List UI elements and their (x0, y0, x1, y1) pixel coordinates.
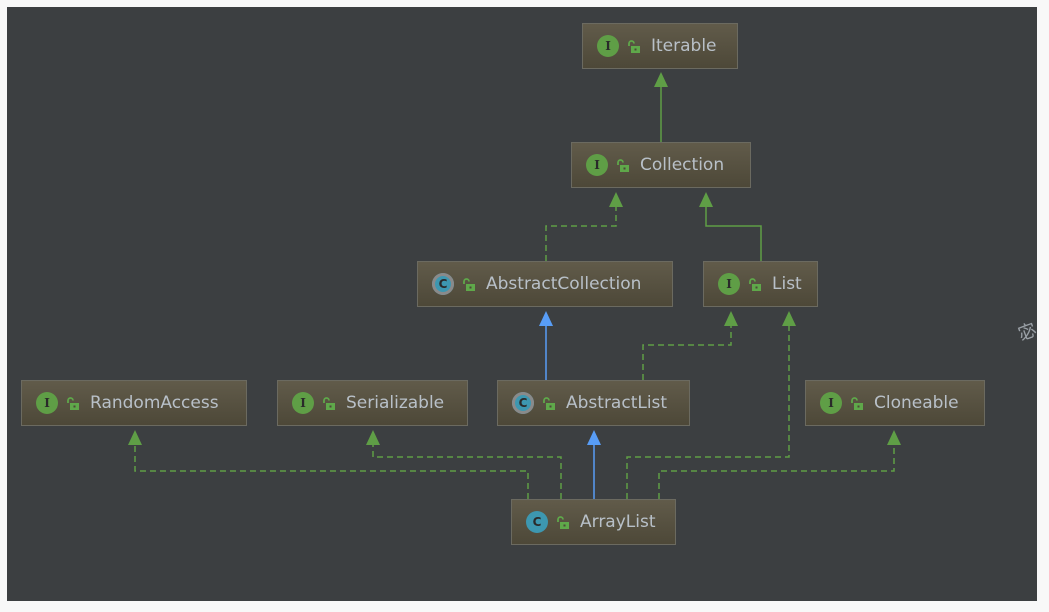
node-label: List (772, 274, 802, 294)
abstract-class-badge-icon: C (512, 392, 534, 414)
node-cloneable[interactable]: I Cloneable (805, 380, 985, 426)
interface-badge-icon: I (36, 392, 58, 414)
node-label: RandomAccess (90, 393, 219, 413)
interface-badge-icon: I (597, 35, 619, 57)
interface-badge-icon: I (718, 273, 740, 295)
public-unlock-icon (66, 396, 80, 410)
node-label: Serializable (346, 393, 445, 413)
interface-badge-icon: I (586, 154, 608, 176)
public-unlock-icon (556, 515, 570, 529)
node-label: Cloneable (874, 393, 959, 413)
public-unlock-icon (748, 277, 762, 291)
node-label: ArrayList (580, 512, 656, 532)
public-unlock-icon (542, 396, 556, 410)
interface-badge-icon: I (820, 392, 842, 414)
abstract-class-badge-icon: C (432, 273, 454, 295)
public-unlock-icon (627, 39, 641, 53)
node-iterable[interactable]: I Iterable (582, 23, 738, 69)
node-serializable[interactable]: I Serializable (277, 380, 468, 426)
interface-badge-icon: I (292, 392, 314, 414)
node-abstract-collection[interactable]: C AbstractCollection (417, 261, 673, 307)
class-badge-icon: C (526, 511, 548, 533)
node-abstract-list[interactable]: C AbstractList (497, 380, 690, 426)
node-label: Collection (640, 155, 725, 175)
public-unlock-icon (322, 396, 336, 410)
public-unlock-icon (850, 396, 864, 410)
public-unlock-icon (462, 277, 476, 291)
node-collection[interactable]: I Collection (571, 142, 751, 188)
public-unlock-icon (616, 158, 630, 172)
node-label: AbstractCollection (486, 274, 642, 294)
node-array-list[interactable]: C ArrayList (511, 499, 676, 545)
node-random-access[interactable]: I RandomAccess (21, 380, 247, 426)
node-list[interactable]: I List (703, 261, 818, 307)
node-label: Iterable (651, 36, 717, 56)
node-label: AbstractList (566, 393, 668, 413)
